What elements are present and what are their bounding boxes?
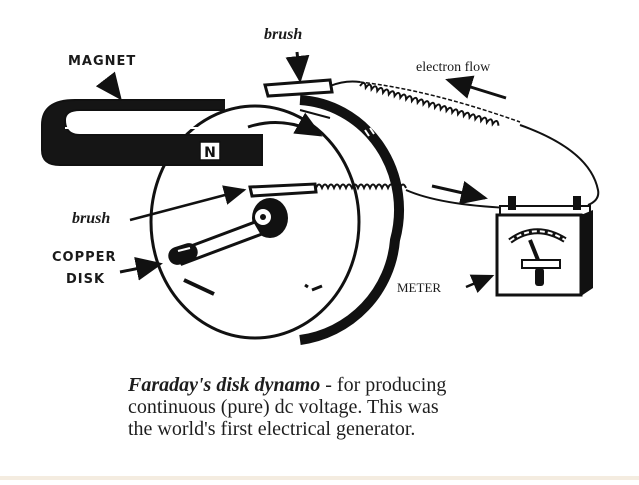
caption-line-1: Faraday's disk dynamo - for producing	[128, 374, 548, 396]
magnet-leader	[95, 71, 122, 101]
brush-leader	[129, 185, 247, 222]
caption-title: Faraday's disk dynamo	[128, 374, 321, 396]
magnet-label: MAGNET	[68, 54, 137, 69]
brush-top	[263, 51, 334, 98]
caption-line-2: continuous (pure) dc voltage. This was	[128, 396, 439, 418]
pole-label: N	[204, 145, 216, 161]
meter-leader	[465, 274, 495, 294]
caption: Faraday's disk dynamo - for producing co…	[128, 374, 548, 440]
brush-top-label: brush	[264, 26, 303, 43]
lower-wire	[315, 180, 511, 209]
copper-label: COPPER	[52, 250, 117, 265]
electron-flow-label: electron flow	[416, 60, 491, 75]
brush-left-label: brush	[72, 210, 111, 227]
bottom-border	[0, 476, 639, 480]
caption-line-3: the world's first electrical generator.	[128, 418, 416, 440]
caption-separator: -	[320, 374, 337, 396]
magnet: N	[41, 99, 263, 166]
meter	[495, 196, 593, 297]
disk-leader	[119, 256, 163, 281]
disk-label: DISK	[66, 272, 106, 287]
caption-line1-rest: for producing	[336, 374, 447, 396]
upper-wire	[329, 75, 600, 206]
meter-label: METER	[397, 280, 442, 295]
crank	[168, 182, 318, 266]
